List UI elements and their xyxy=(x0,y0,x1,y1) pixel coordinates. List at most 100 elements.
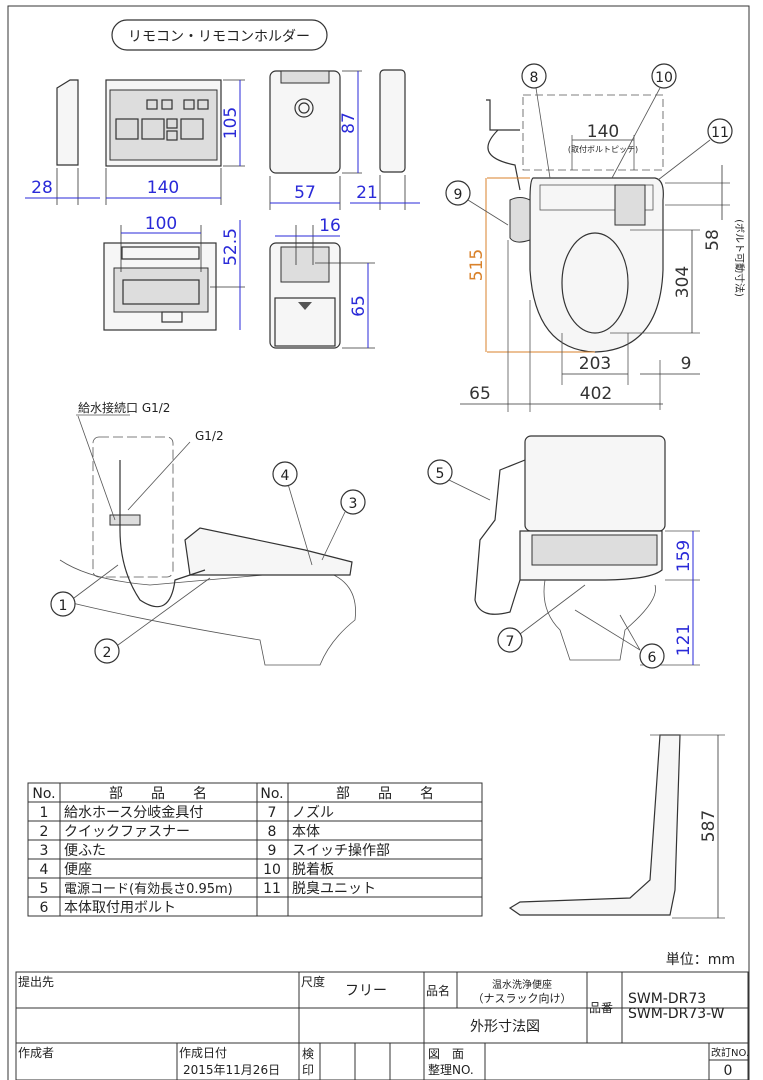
label: 作成者 xyxy=(18,1046,54,1060)
top-view: 515 140 (取付ボルトピッチ) 58 (ボルト可動寸法) 304 203 … xyxy=(460,94,746,412)
label: 尺度 xyxy=(301,974,325,989)
label: 9 xyxy=(268,843,277,859)
drawing-stroke xyxy=(497,627,523,653)
label: スイッチ操作部 xyxy=(292,843,390,859)
drawing-stroke xyxy=(272,461,298,487)
remote-holder-side-view: 21 xyxy=(350,69,420,210)
drawing-stroke xyxy=(321,511,346,561)
label: 11 xyxy=(263,881,281,897)
drawing-stroke xyxy=(121,246,200,260)
label: 脱臭ユニット xyxy=(292,881,376,897)
drawing-stroke xyxy=(92,436,174,578)
label: 21 xyxy=(356,183,378,203)
drawing-stroke xyxy=(56,79,79,166)
label: 5 xyxy=(436,466,445,482)
label: 検 xyxy=(302,1047,314,1061)
table-row: 11 脱臭ユニット xyxy=(263,881,376,897)
drawing-stroke xyxy=(340,489,366,515)
revision-number: 0 xyxy=(724,1063,733,1079)
label: 電源コード(有効長さ0.95m) xyxy=(64,882,233,897)
drawing-stroke xyxy=(524,435,666,532)
label: G1/2 xyxy=(195,429,224,443)
drawing-stroke xyxy=(611,87,661,179)
label: 印 xyxy=(302,1063,314,1077)
label: 515 xyxy=(467,249,487,281)
drawing-stroke xyxy=(122,279,200,305)
label: 品名 xyxy=(426,983,450,998)
table-header-no: No. xyxy=(32,786,55,802)
label: 105 xyxy=(221,107,241,139)
label: 品番 xyxy=(589,1001,613,1015)
drawing-stroke xyxy=(486,99,520,131)
label: 402 xyxy=(580,384,612,404)
label: 159 xyxy=(674,540,694,572)
label: 28 xyxy=(31,178,53,198)
drawing-stroke xyxy=(521,63,547,89)
table-header-no: No. xyxy=(260,786,283,802)
drawing-stroke xyxy=(77,415,116,521)
label: 9 xyxy=(454,187,463,203)
drawing-stroke xyxy=(487,129,521,191)
label: 6 xyxy=(648,650,657,666)
label: 10 xyxy=(655,70,673,86)
label: 7 xyxy=(268,805,277,821)
remote-holder-back-view: 16 65 xyxy=(269,216,375,349)
drawing-stroke xyxy=(113,267,209,313)
drawing-stroke xyxy=(141,118,165,140)
drawing-stroke xyxy=(574,609,641,651)
label: 7 xyxy=(506,634,515,650)
title-block: 提出先 尺度 フリー 品名 温水洗浄便座 （ナスラック向け） 外形寸法図 品番 … xyxy=(15,971,749,1080)
drawing-stroke xyxy=(27,782,483,917)
drawing-stroke xyxy=(94,638,120,664)
label: 52.5 xyxy=(221,228,241,266)
callout-7: 7 xyxy=(497,584,586,653)
drawing-stroke xyxy=(73,564,119,599)
label: 58 xyxy=(703,229,723,251)
drawing-stroke xyxy=(448,479,491,501)
drawing-stroke xyxy=(166,118,178,129)
callout-11: 11 xyxy=(657,118,733,181)
drawing-stroke xyxy=(379,69,406,173)
drawing-stroke xyxy=(109,514,141,526)
label: 整理NO. xyxy=(428,1062,474,1077)
drawing-stroke xyxy=(298,302,312,310)
table-header-name: 部 品 名 xyxy=(336,786,434,802)
label: 587 xyxy=(699,810,719,842)
label: クイックファスナー xyxy=(64,824,190,840)
label: 提出先 xyxy=(18,974,54,989)
side-view: 給水接続口 G1/2 G1/2 xyxy=(59,400,356,666)
sheet-border xyxy=(7,5,750,1080)
drawing-stroke xyxy=(543,579,657,661)
label: 便座 xyxy=(64,862,92,878)
table-header-name: 部 品 名 xyxy=(109,786,207,802)
label: 図 面 xyxy=(428,1047,464,1061)
label: (取付ボルトピッチ) xyxy=(568,144,638,154)
label: 温水洗浄便座 xyxy=(492,978,552,991)
label: 10 xyxy=(263,862,281,878)
table-row: 10 脱着板 xyxy=(263,862,334,878)
label: 本体 xyxy=(292,824,320,840)
drawing-stroke xyxy=(519,584,586,635)
label: フリー xyxy=(345,983,387,999)
label: 2 xyxy=(103,645,112,661)
drawing-stroke xyxy=(509,197,531,243)
drawing-stroke xyxy=(707,118,733,144)
remote-section-title: リモコン・リモコンホルダー xyxy=(111,19,328,51)
callout-6: 6 xyxy=(574,609,665,669)
callout-10: 10 xyxy=(611,63,677,179)
unit-label: 単位：mm xyxy=(666,952,735,968)
label: 3 xyxy=(40,843,49,859)
label: 脱着板 xyxy=(292,862,334,878)
drawing-stroke xyxy=(146,99,158,110)
drawing-stroke xyxy=(445,180,471,206)
callout-5: 5 xyxy=(427,459,491,501)
label: 9 xyxy=(681,354,692,374)
label: 給水接続口 G1/2 xyxy=(78,400,170,415)
label: 8 xyxy=(530,70,539,86)
